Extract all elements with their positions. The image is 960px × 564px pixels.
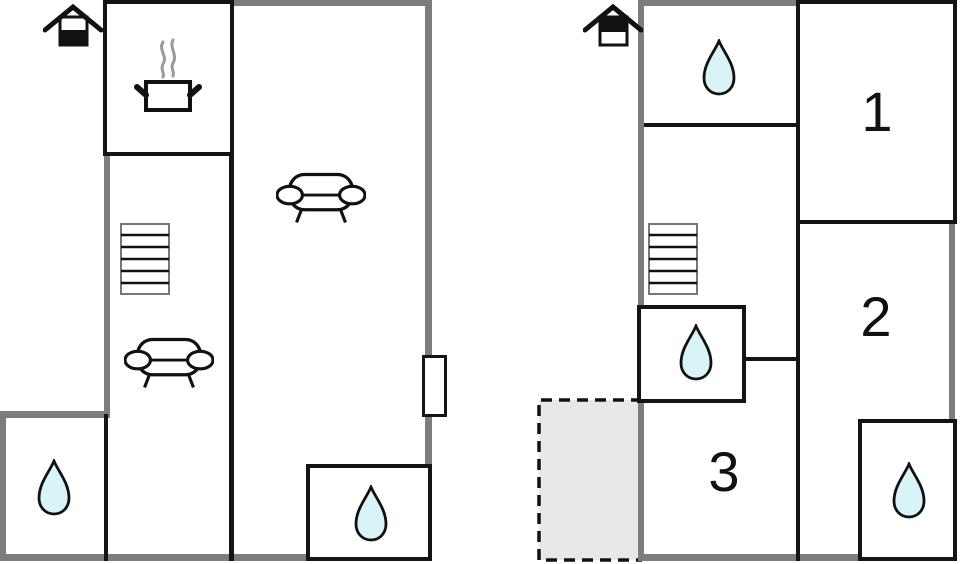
ground-annex-wall-top — [0, 411, 110, 418]
bedroom-2-wall — [796, 224, 800, 561]
ground-outer-wall-bottom — [0, 554, 432, 561]
stairs-icon — [120, 223, 170, 295]
house-ground-floor-icon — [43, 4, 103, 48]
terrace-area — [536, 397, 642, 563]
ground-divider-wall — [229, 152, 234, 561]
cooking-pot-icon — [132, 36, 204, 114]
water-drop-icon — [354, 485, 388, 542]
bedroom-3-label: 3 — [708, 440, 740, 503]
ground-sw-bathroom-wall — [104, 414, 108, 561]
bedroom-1 — [796, 0, 957, 224]
kitchen-room — [103, 0, 234, 156]
ground-outer-wall-top — [234, 0, 432, 6]
ground-outer-wall-left — [104, 152, 110, 414]
sofa-icon — [276, 170, 366, 226]
water-drop-icon — [892, 462, 926, 519]
water-drop-icon — [679, 324, 713, 381]
upper-connector-wall — [744, 357, 798, 361]
sofa-icon — [124, 335, 214, 391]
ground-outer-wall-right — [425, 0, 432, 561]
water-drop-icon — [702, 39, 736, 96]
bedroom-2-label: 2 — [860, 285, 892, 348]
stairs-icon — [648, 223, 698, 295]
upper-outer-wall-left — [638, 0, 644, 561]
upper-top-bathroom-wall — [644, 123, 796, 127]
water-drop-icon — [37, 459, 71, 516]
bedroom-1-label: 1 — [861, 80, 893, 143]
house-upper-floor-icon — [583, 4, 643, 48]
door-icon — [422, 355, 447, 417]
ground-annex-wall-left — [0, 411, 6, 561]
